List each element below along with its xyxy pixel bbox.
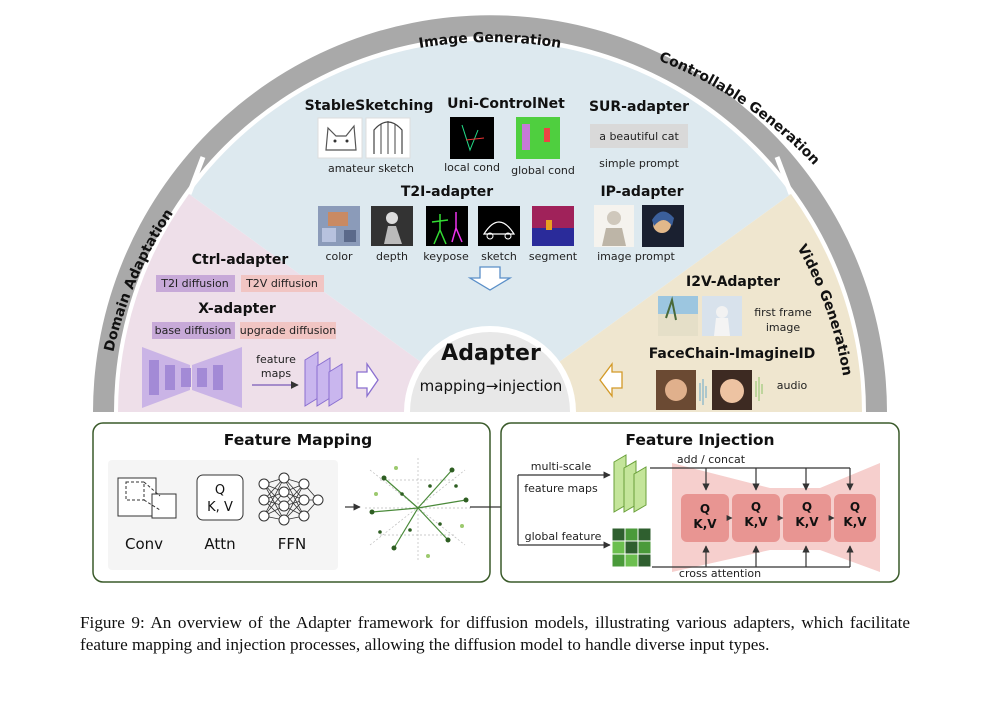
i2v-adapter-title: I2V-Adapter xyxy=(686,274,780,290)
x-adapter-unet-icon xyxy=(142,347,242,408)
prompt-box-text: a beautiful cat xyxy=(599,130,679,143)
tag-t2i-diffusion-text: T2I diffusion xyxy=(160,277,229,290)
qkv-block-1-q: Q xyxy=(700,502,710,516)
sketch-label: sketch xyxy=(481,250,517,263)
t2i-keypose-image xyxy=(426,206,468,246)
attn-q-text: Q xyxy=(215,483,225,498)
add-concat-label: add / concat xyxy=(677,453,746,466)
feature-map-stack-icon xyxy=(304,351,343,407)
face-image-1 xyxy=(656,370,696,410)
facechain-title: FaceChain-ImagineID xyxy=(649,346,816,362)
local-cond-image xyxy=(450,117,494,159)
amateur-sketch-label: amateur sketch xyxy=(328,162,414,175)
right-arrow-icon xyxy=(356,361,379,399)
feature-maps-label-line2: maps xyxy=(261,367,291,380)
qkv-block-1-kv: K,V xyxy=(693,517,717,531)
t2i-segment-image xyxy=(532,206,574,246)
face-image-2 xyxy=(712,370,752,410)
feature-maps-label-line1: feature xyxy=(256,353,296,366)
ip-adapter-title: IP-adapter xyxy=(600,184,683,200)
global-feature-label: global feature xyxy=(525,530,602,543)
cross-attention-label: cross attention xyxy=(679,567,761,580)
qkv-block-2-kv: K,V xyxy=(744,515,768,529)
prompt-box xyxy=(590,124,688,148)
image-prompt-label: image prompt xyxy=(597,250,675,263)
tag-upgrade-diffusion xyxy=(240,322,336,339)
tag-t2i-diffusion xyxy=(156,275,235,292)
tag-base-diffusion-text: base diffusion xyxy=(155,324,232,337)
first-frame-label-line1: first frame xyxy=(754,306,812,319)
global-feature-grid-icon xyxy=(611,527,652,568)
domain-adaptation-sector xyxy=(118,194,490,412)
down-arrow-icon xyxy=(467,266,513,291)
x-adapter-title: X-adapter xyxy=(198,301,276,317)
ffn-label: FFN xyxy=(278,535,306,553)
qkv-block-3-kv: K,V xyxy=(795,515,819,529)
attn-kv-text: K, V xyxy=(207,500,233,515)
figure-caption: Figure 9: An overview of the Adapter fra… xyxy=(80,613,910,654)
audio-label: audio xyxy=(777,379,808,392)
feature-injection-title: Feature Injection xyxy=(625,431,774,449)
audio-wave-icon-2 xyxy=(755,377,763,401)
stablesketching-title: StableSketching xyxy=(305,98,434,114)
tag-t2v-diffusion-text: T2V diffusion xyxy=(245,277,318,290)
qkv-block-3: Q K,V xyxy=(783,494,831,542)
first-frame-image-1 xyxy=(658,296,698,336)
first-frame-label-line2: image xyxy=(766,321,800,334)
qkv-block-1: Q K,V xyxy=(681,494,729,542)
multi-scale-label-line2: feature maps xyxy=(524,482,598,495)
ffn-network-icon xyxy=(258,472,324,526)
conv-label: Conv xyxy=(125,535,163,553)
sketch-cat-image xyxy=(317,117,363,159)
sur-adapter-title: SUR-adapter xyxy=(589,99,689,115)
t2i-color-image xyxy=(318,206,360,246)
adapter-subtitle: mapping→injection xyxy=(420,377,563,395)
attn-label: Attn xyxy=(204,535,235,553)
color-label: color xyxy=(325,250,353,263)
simple-prompt-label: simple prompt xyxy=(599,157,679,170)
multi-scale-feature-stack-icon xyxy=(613,454,647,513)
image-generation-title: Image Generation xyxy=(418,30,563,52)
multi-scale-label-line1: multi-scale xyxy=(531,460,592,473)
local-cond-label: local cond xyxy=(444,161,500,174)
conv-icon xyxy=(117,477,177,519)
attn-icon xyxy=(196,474,244,521)
left-arrow-icon xyxy=(599,362,623,398)
t2i-adapter-title: T2I-adapter xyxy=(401,184,493,200)
qkv-block-3-q: Q xyxy=(802,500,812,514)
feature-mapping-title: Feature Mapping xyxy=(224,431,372,449)
qkv-block-2: Q K,V xyxy=(732,494,780,542)
tag-t2v-diffusion xyxy=(241,275,324,292)
tag-upgrade-diffusion-text: upgrade diffusion xyxy=(240,324,337,337)
t2i-depth-image xyxy=(371,206,413,246)
tag-base-diffusion xyxy=(152,322,235,339)
t2i-sketch-image xyxy=(478,206,520,246)
sketch-cage-image xyxy=(365,117,411,159)
segment-label: segment xyxy=(529,250,578,263)
depth-label: depth xyxy=(376,250,408,263)
ctrl-adapter-title: Ctrl-adapter xyxy=(192,252,289,268)
keypose-label: keypose xyxy=(423,250,469,263)
global-cond-label: global cond xyxy=(511,164,575,177)
qkv-block-4-kv: K,V xyxy=(843,515,867,529)
qkv-block-4: Q K,V xyxy=(834,494,876,542)
qkv-block-4-q: Q xyxy=(850,500,860,514)
adapter-title: Adapter xyxy=(441,341,541,366)
global-cond-image xyxy=(516,117,560,159)
ip-statue-image xyxy=(594,205,634,247)
audio-wave-icon-1 xyxy=(699,379,707,405)
embedding-space-icon xyxy=(365,458,472,560)
ip-painting-image xyxy=(642,205,684,247)
uni-controlnet-title: Uni-ControlNet xyxy=(447,96,565,112)
qkv-block-2-q: Q xyxy=(751,500,761,514)
first-frame-image-2 xyxy=(702,296,742,336)
